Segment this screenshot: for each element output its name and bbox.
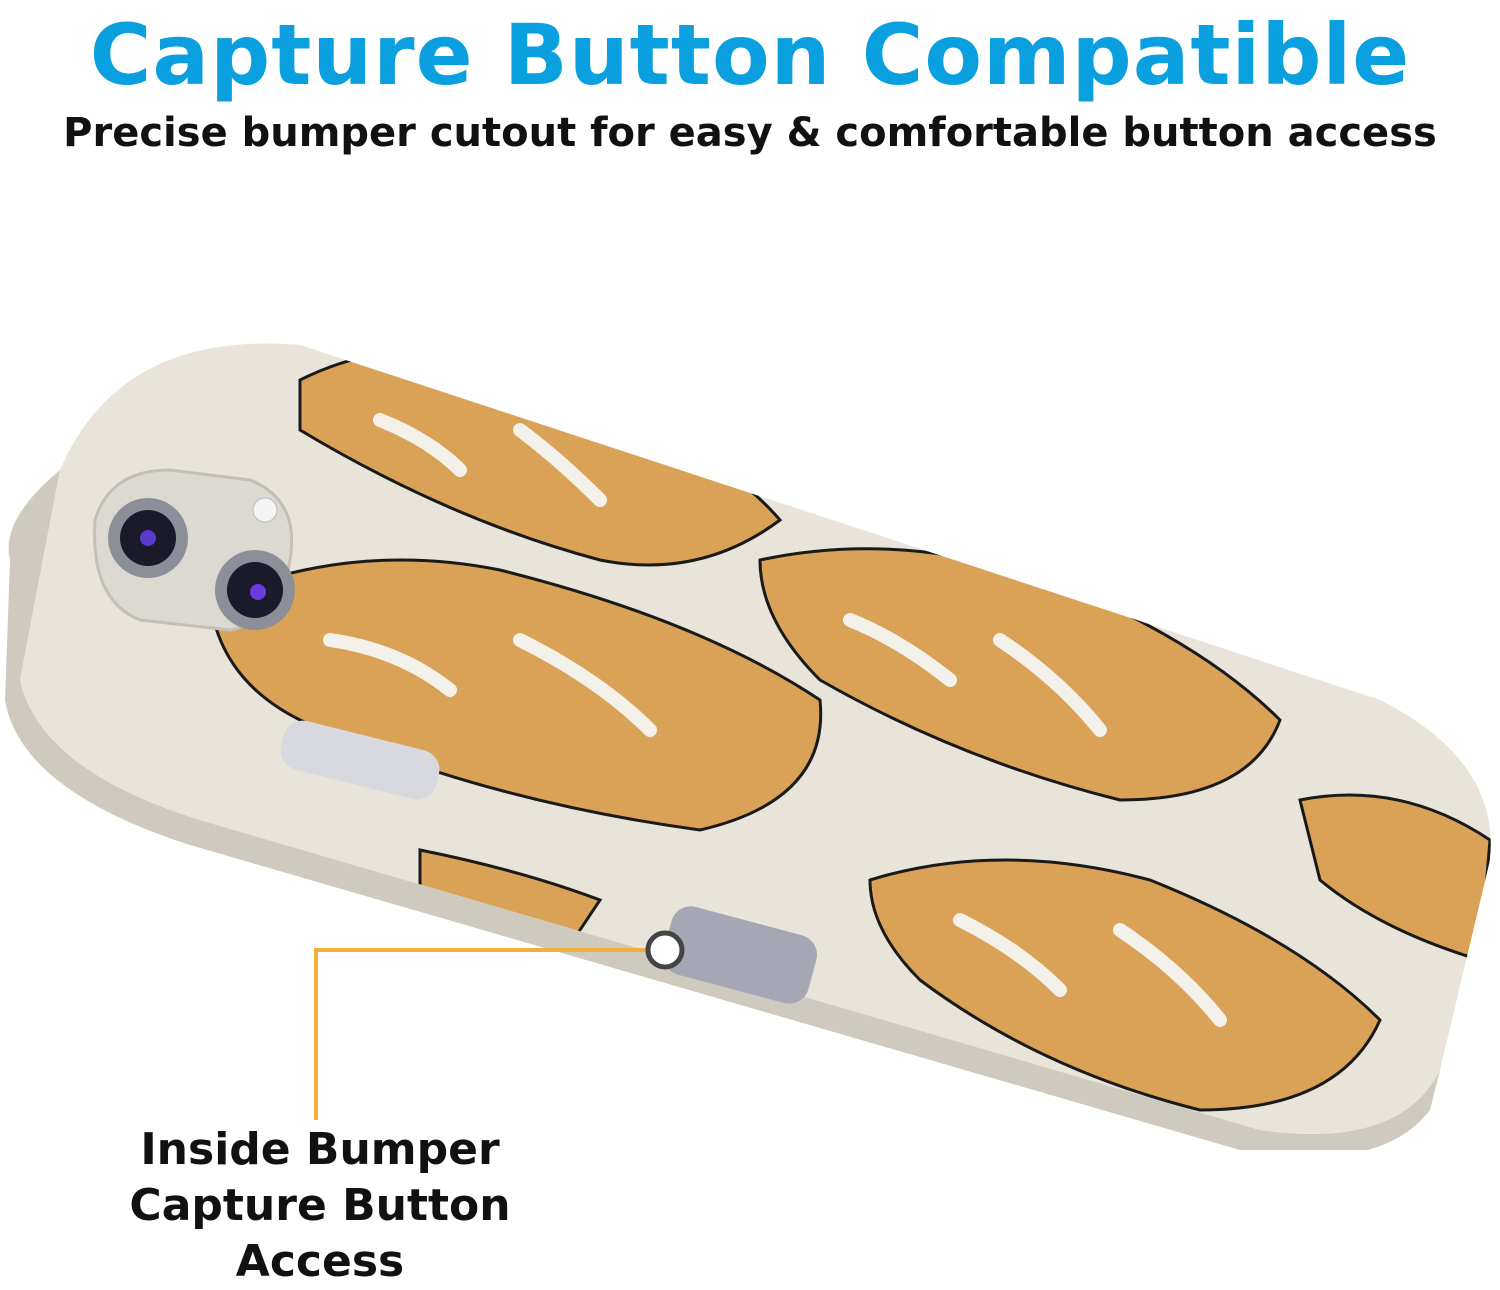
capture-button-cutout [662, 906, 818, 1004]
callout-marker [645, 930, 685, 970]
phone-case-image [5, 343, 1491, 1150]
volume-button [280, 720, 440, 800]
leaf [208, 558, 823, 832]
callout-label: Inside Bumper Capture Button Access [40, 1122, 600, 1290]
callout-line-1: Inside Bumper [140, 1124, 500, 1175]
subheadline: Precise bumper cutout for easy & comfort… [63, 110, 1437, 156]
camera-module [93, 468, 295, 632]
leaf [868, 858, 1382, 1112]
callout-line-2: Capture Button Access [129, 1180, 511, 1287]
callout-line [314, 948, 665, 1120]
headline: Capture Button Compatible [89, 6, 1411, 104]
